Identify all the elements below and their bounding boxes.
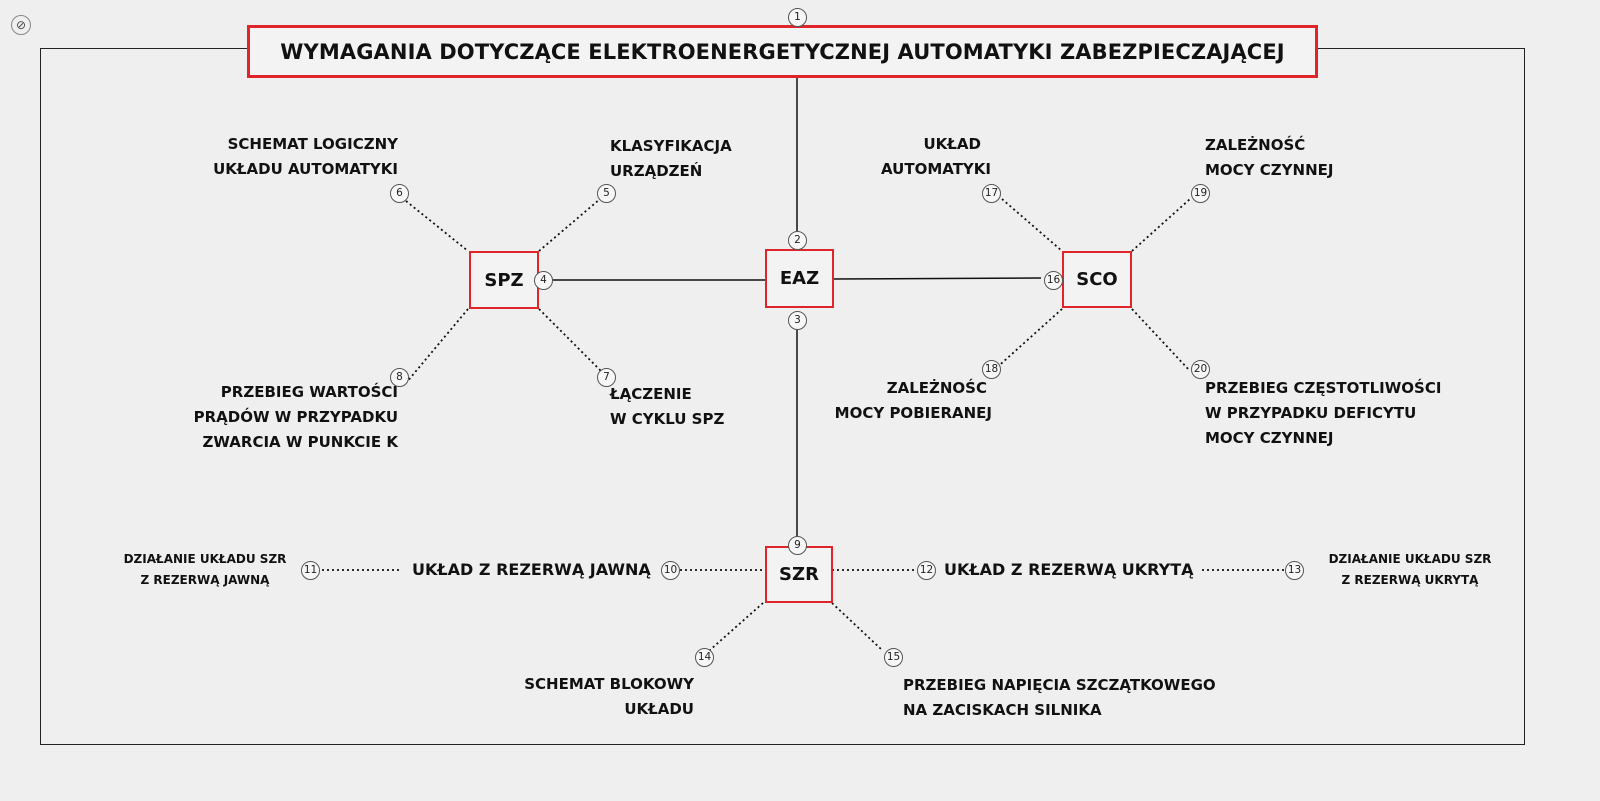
label-line: PRZEBIEG NAPIĘCIA SZCZĄTKOWEGO <box>903 676 1216 694</box>
badge-11: 11 <box>301 561 320 580</box>
label-sco-przebieg-czestotliwosci: PRZEBIEG CZĘSTOTLIWOŚCI W PRZYPADKU DEFI… <box>1205 376 1441 451</box>
label-line: ZALEŻNOŚC <box>886 379 987 397</box>
label-szr-napiecie: PRZEBIEG NAPIĘCIA SZCZĄTKOWEGO NA ZACISK… <box>903 673 1216 723</box>
node-szr: SZR <box>765 546 833 603</box>
label-line: AUTOMATYKI <box>881 160 991 178</box>
label-szr-schemat-blokowy: SCHEMAT BLOKOWY UKŁADU <box>480 672 694 722</box>
label-line: W PRZYPADKU DEFICYTU <box>1205 404 1417 422</box>
node-eaz: EAZ <box>765 249 834 308</box>
label-line: UKŁADU AUTOMATYKI <box>213 160 398 178</box>
label-line: MOCY CZYNNEJ <box>1205 161 1334 179</box>
badge-1: 1 <box>788 8 807 27</box>
badge-2: 2 <box>788 231 807 250</box>
badge-6: 6 <box>390 184 409 203</box>
label-line: PRZEBIEG CZĘSTOTLIWOŚCI <box>1205 379 1442 397</box>
badge-18: 18 <box>982 360 1001 379</box>
badge-9: 9 <box>788 536 807 555</box>
badge-5: 5 <box>597 184 616 203</box>
label-spz-przebieg: PRZEBIEG WARTOŚCI PRĄDÓW W PRZYPADKU ZWA… <box>150 380 398 455</box>
label-spz-laczenie: ŁĄCZENIE W CYKLU SPZ <box>610 382 724 432</box>
badge-19: 19 <box>1191 184 1210 203</box>
diagram-title: WYMAGANIA DOTYCZĄCE ELEKTROENERGETYCZNEJ… <box>247 25 1318 78</box>
label-line: W CYKLU SPZ <box>610 410 725 428</box>
label-spz-klasyfikacja: KLASYFIKACJA URZĄDZEŃ <box>610 134 732 184</box>
node-spz: SPZ <box>469 251 539 309</box>
badge-16: 16 <box>1044 271 1063 290</box>
label-sco-zaleznosc-pobieranej: ZALEŻNOŚC MOCY POBIERANEJ <box>780 376 992 426</box>
label-line: MOCY POBIERANEJ <box>834 404 992 422</box>
label-line: SCHEMAT LOGICZNY <box>227 135 398 153</box>
badge-4: 4 <box>534 271 553 290</box>
label-line: PRZEBIEG WARTOŚCI <box>220 383 398 401</box>
eye-slash-icon[interactable]: ⊘ <box>11 15 31 35</box>
badge-12: 12 <box>917 561 936 580</box>
label-spz-schemat: SCHEMAT LOGICZNY UKŁADU AUTOMATYKI <box>170 132 398 182</box>
label-line: ZWARCIA W PUNKCIE K <box>202 433 398 451</box>
label-szr-jawna: UKŁAD Z REZERWĄ JAWNĄ <box>412 560 651 579</box>
label-line: DZIAŁANIE UKŁADU SZR <box>1328 552 1492 566</box>
label-line: MOCY CZYNNEJ <box>1205 429 1334 447</box>
label-line: NA ZACISKACH SILNIKA <box>903 701 1102 719</box>
badge-14: 14 <box>695 648 714 667</box>
label-line: UKŁADU <box>624 700 694 718</box>
label-line: ZALEŻNOŚĆ <box>1205 136 1306 154</box>
label-sco-uklad: UKŁAD AUTOMATYKI <box>820 132 991 182</box>
badge-3: 3 <box>788 311 807 330</box>
label-szr-dzialanie-ukryta: DZIAŁANIE UKŁADU SZR Z REZERWĄ UKRYTĄ <box>1310 549 1510 591</box>
badge-17: 17 <box>982 184 1001 203</box>
label-line: Z REZERWĄ JAWNĄ <box>140 573 270 587</box>
label-sco-zaleznosc-czynnej: ZALEŻNOŚĆ MOCY CZYNNEJ <box>1205 133 1333 183</box>
label-line: Z REZERWĄ UKRYTĄ <box>1341 573 1479 587</box>
badge-8: 8 <box>390 368 409 387</box>
label-szr-ukryta: UKŁAD Z REZERWĄ UKRYTĄ <box>944 560 1194 579</box>
label-line: KLASYFIKACJA <box>610 137 732 155</box>
badge-13: 13 <box>1285 561 1304 580</box>
badge-20: 20 <box>1191 360 1210 379</box>
label-line: URZĄDZEŃ <box>610 162 703 180</box>
badge-7: 7 <box>597 368 616 387</box>
label-szr-dzialanie-jawna: DZIAŁANIE UKŁADU SZR Z REZERWĄ JAWNĄ <box>110 549 300 591</box>
label-line: UKŁAD <box>923 135 982 153</box>
badge-15: 15 <box>884 648 903 667</box>
label-line: SCHEMAT BLOKOWY <box>524 675 694 693</box>
node-sco: SCO <box>1062 251 1132 308</box>
label-line: ŁĄCZENIE <box>610 385 692 403</box>
label-line: PRĄDÓW W PRZYPADKU <box>193 408 398 426</box>
label-line: DZIAŁANIE UKŁADU SZR <box>123 552 287 566</box>
badge-10: 10 <box>661 561 680 580</box>
